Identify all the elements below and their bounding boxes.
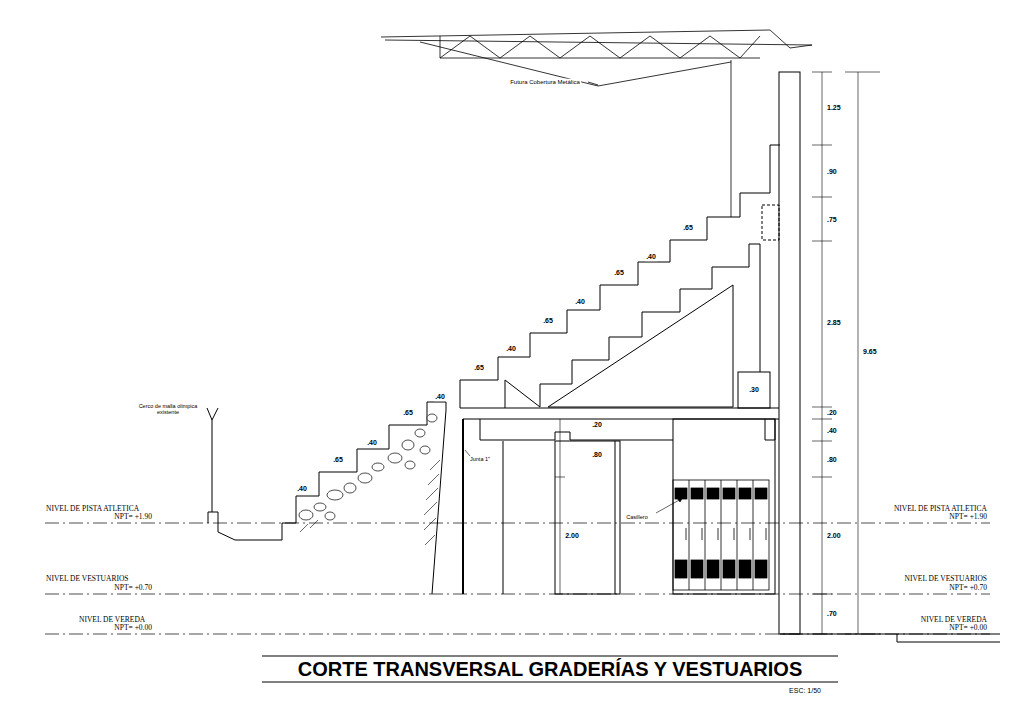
bleacher-upper: [460, 145, 780, 408]
drawing-label: NIVEL DE VESTUARIOS: [904, 575, 989, 583]
drawing-label: Cerco de malla olimpica existente: [131, 403, 205, 415]
drawing-label: .40: [826, 427, 838, 435]
fence-post: [207, 408, 218, 512]
drawing-label: 2.00: [564, 532, 580, 540]
slab-and-walls: [460, 408, 779, 594]
drawing-label: .40: [366, 439, 378, 447]
drawing-label: 2.85: [826, 319, 842, 327]
drawing-label: .65: [542, 317, 554, 325]
drawing-label: .75: [826, 216, 838, 224]
dimension-lines: [555, 72, 880, 634]
drawing-label: .20: [826, 409, 838, 417]
drawing-label: .65: [332, 456, 344, 464]
drawing-label: .40: [574, 298, 586, 306]
drawing-label: Futura Cobertura Metálica: [509, 79, 581, 86]
drawing-label: ESC: 1/50: [788, 687, 822, 695]
drawing-label: .80: [591, 451, 603, 459]
drawing-label: NPT= +1.90: [948, 513, 988, 521]
drawing-label: Junta 1": [469, 456, 491, 462]
drawing-label: .65: [613, 269, 625, 277]
drawing-label: .40: [645, 253, 657, 261]
drawing-label: .80: [826, 456, 838, 464]
drawing-label: .65: [402, 409, 414, 417]
leader-lines: [465, 450, 683, 513]
earth-hatch: [300, 460, 440, 545]
drawing-label: .20: [591, 421, 603, 429]
drawing-label: NIVEL DE PISTA ATLETICA: [45, 505, 140, 513]
column-wall: [779, 72, 1000, 642]
lockers: [673, 480, 769, 590]
drawing-label: .40: [505, 345, 517, 353]
bleacher-lower: [208, 402, 446, 594]
drawing-label: NIVEL DE VEREDA: [78, 616, 146, 624]
drawing-label: .40: [434, 393, 446, 401]
roof-structure: [381, 30, 812, 217]
drawing-label: .65: [473, 364, 485, 372]
drawing-label: NPT= +0.70: [948, 584, 988, 592]
drawing-label: .90: [826, 168, 838, 176]
drawing-label: NPT= +0.00: [113, 624, 153, 632]
level-lines: [45, 523, 990, 634]
drawing-label: .40: [296, 485, 308, 493]
drawing-label: NIVEL DE VESTUARIOS: [45, 575, 130, 583]
drawing-label: NPT= +1.90: [113, 513, 153, 521]
drawing-label: 1.25: [826, 104, 842, 112]
drawing-label: .30: [748, 386, 760, 394]
drawing-label: NIVEL DE PISTA ATLETICA: [893, 505, 988, 513]
drawing-label: .65: [682, 224, 694, 232]
drawing-label: 9.65: [862, 348, 878, 356]
drawing-title: CORTE TRANSVERSAL GRADERÍAS Y VESTUARIOS: [262, 659, 838, 679]
drawing-label: Casillero: [625, 514, 648, 520]
drawing-label: NPT= +0.70: [113, 584, 153, 592]
rubble-fill: [299, 414, 437, 520]
drawing-label: NPT= +0.00: [948, 624, 988, 632]
drawing-label: 2.00: [826, 532, 842, 540]
title-rules: [262, 656, 838, 682]
drawing-label: NIVEL DE VEREDA: [920, 616, 988, 624]
drawing-label: .70: [826, 610, 838, 618]
